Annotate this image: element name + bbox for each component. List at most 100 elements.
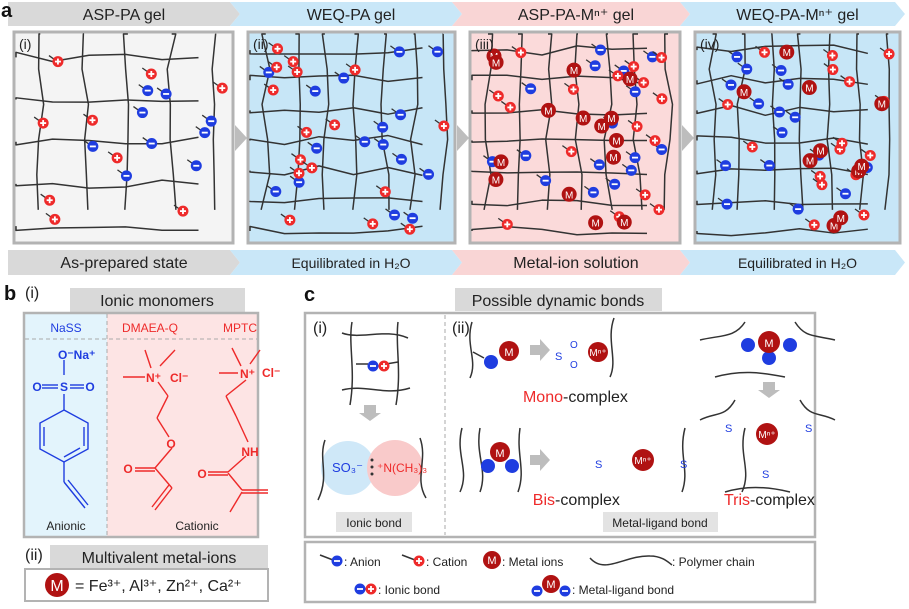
metal-icon [561,186,577,202]
metal-icon [588,215,604,231]
sulfonate-group: S [725,423,732,435]
anion-icon [160,88,172,100]
down-arrow-icon [758,382,780,398]
polymer-chain [211,33,217,210]
stage-bottom-label: Metal-ion solution [513,255,638,272]
cation-icon [639,189,651,201]
anion-icon [783,338,797,352]
polymer-chain [696,104,868,117]
metal-symbol: M [764,338,773,350]
polymer-chain [609,317,615,378]
anion-icon [136,107,148,119]
polymer-chain [603,33,613,210]
cation-icon [301,126,313,138]
polymer-chain [249,225,423,235]
atom-cl: Cl⁻ [170,371,188,385]
atom-o: O [85,380,94,394]
anion-icon [311,142,323,154]
anion-icon [338,72,350,84]
ionic-monomers-title: Ionic monomers [100,293,214,310]
panel-c: c Possible dynamic bonds (i) (ii) SO₃⁻ ⁺… [303,284,836,604]
monomer-dmaea-q: DMAEA-Q [122,321,178,335]
stage-header [680,2,905,26]
metal-icon [499,341,519,361]
anion-icon [367,360,379,372]
atom-o: O [570,340,578,351]
anion-icon [559,585,571,597]
stage-header [8,2,240,26]
anion-icon [359,136,371,148]
ionic-bond-label-box [336,512,412,532]
tris-prefix: Tris [724,492,750,509]
panel-b: b (i) Ionic monomers NaSS DMAEA-Q MPTC O… [4,283,280,602]
polymer-chain [681,427,747,493]
legend-polymer: : Polymer chain [672,555,755,569]
polymer-chain [81,33,90,210]
down-arrow-icon [359,405,381,421]
mptc-structure [208,347,268,513]
cation-icon [649,135,661,147]
metal-icon [45,573,69,597]
anionic-label: Anionic [46,519,85,533]
legend-cation: : Cation [426,555,467,569]
panel-c-sub-ii: (ii) [452,320,470,337]
metal-icon [488,172,504,188]
dmaea-q-structure [123,349,176,511]
metal-icon [609,132,625,148]
atom-o: O [570,360,578,371]
cation-icon [49,213,61,225]
cation-icon [293,167,305,179]
cation-icon [631,120,643,132]
sulfonate-group: S [762,469,769,481]
mn-label: Mⁿ⁺ [634,456,651,467]
metal-ions-title: Multivalent metal-ions [82,550,237,567]
cation-icon [44,194,56,206]
anion-icon [377,139,389,151]
metal-icon [605,149,621,165]
anion-icon [753,98,765,110]
anion-icon [593,159,605,171]
stage-bottom-label: Equilibrated in H₂O [291,255,410,271]
anion-icon [609,178,621,190]
atom-cl: Cl⁻ [262,366,280,380]
metal-symbol: M [504,347,513,359]
metal-ion-icon [756,423,778,445]
metal-icon [736,84,752,100]
atom-n-plus: N⁺ [146,371,161,385]
anion-icon [741,63,753,75]
polymer-chain [15,136,199,146]
legend-metal-ligand: : Metal-ligand bond [572,583,674,597]
anion-icon [763,160,775,172]
stage-roman: (i) [19,36,31,52]
cation-icon [379,186,391,198]
anion-icon [331,555,343,567]
cation-icon [267,84,279,96]
cation-icon [759,46,771,58]
polymer-chain [352,33,360,210]
anion-icon [505,459,519,473]
polymer-chain [249,197,423,204]
polymer-chain [771,33,776,210]
legend-metal: : Metal ions [502,555,563,569]
polymer-chain [471,170,648,176]
ionic-monomers-title-box [70,288,245,312]
polymer-chain [15,226,199,232]
polymer-chain [516,33,523,210]
polymer-chain [260,33,271,211]
anionic-region [24,313,107,537]
metal-symbol: M [50,578,63,595]
anion-icon [589,60,601,72]
metal-symbol: M [495,448,504,460]
ionic-bond-label: Ionic bond [346,516,401,530]
metal-icon [542,575,560,593]
stage-header [452,2,690,26]
nass-structure [39,360,89,509]
anion-icon [309,85,321,97]
anion-icon [720,160,732,172]
cation-icon [284,214,296,226]
network-panel: (ii) [246,30,457,245]
stage-roman: (iii) [475,36,494,52]
anion-icon [540,175,552,187]
cation-icon [826,50,838,62]
